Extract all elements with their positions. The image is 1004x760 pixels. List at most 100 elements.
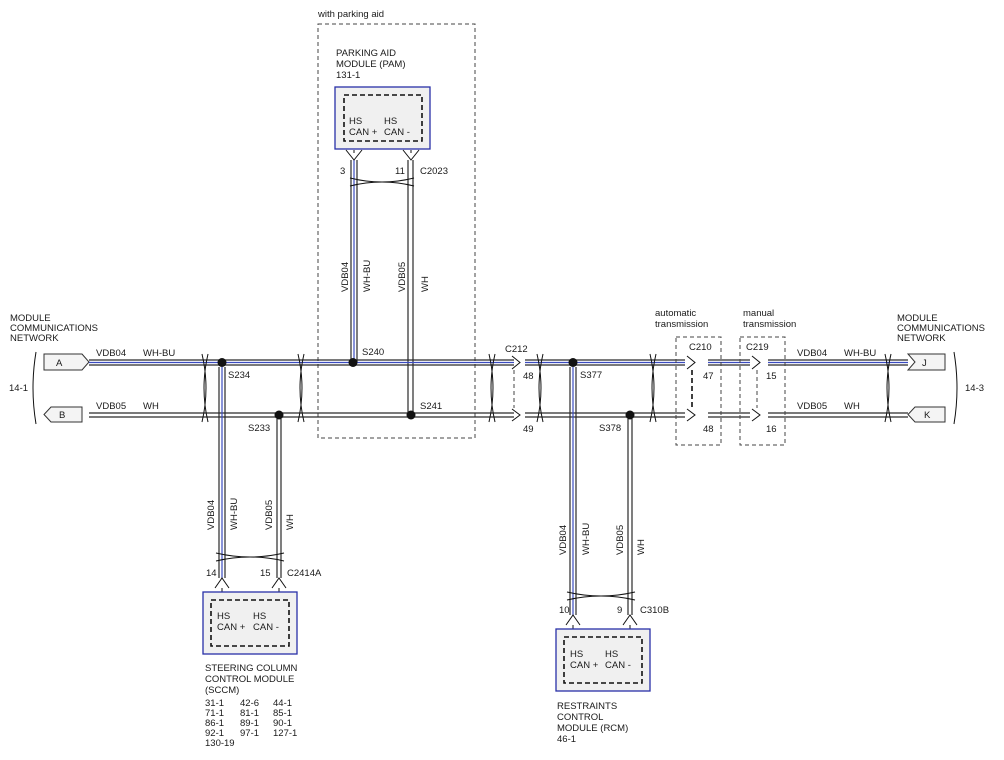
rcm-connector: C310B bbox=[640, 605, 669, 616]
rcm-pin-right-line-1: HS bbox=[605, 649, 618, 660]
rcm-ref: 46-1 bbox=[557, 734, 576, 745]
svg-text:A: A bbox=[56, 358, 63, 369]
svg-text:31-1: 31-1 bbox=[205, 698, 224, 709]
connector-c210-pin-a: 47 bbox=[703, 371, 714, 382]
left-net-label-line-1: MODULE bbox=[10, 313, 51, 324]
right-net-wire-a-color: WH-BU bbox=[844, 348, 876, 359]
rcm-pin-left-line-1: HS bbox=[570, 649, 583, 660]
rcm-module[interactable]: HS CAN + HS CAN - bbox=[555, 628, 651, 692]
right-net-ref: 14-3 bbox=[965, 383, 984, 394]
rcm-name-line-3: MODULE (RCM) bbox=[557, 723, 628, 734]
splice-s240-label: S240 bbox=[362, 347, 384, 358]
parking-aid-group-box bbox=[317, 23, 476, 439]
splice-s241[interactable] bbox=[406, 410, 416, 420]
pam-ref: 131-1 bbox=[336, 70, 360, 81]
svg-text:127-1: 127-1 bbox=[273, 728, 297, 739]
connector-c210-label: C210 bbox=[689, 342, 712, 353]
pam-wire-a-color: WH-BU bbox=[362, 260, 373, 292]
left-net-conn-b[interactable]: B bbox=[43, 406, 83, 423]
rcm-wire-b-color: WH bbox=[636, 539, 647, 555]
splice-s377-label: S377 bbox=[580, 370, 602, 381]
sccm-pin-left-line-1: HS bbox=[217, 611, 230, 622]
splice-s234-label: S234 bbox=[228, 370, 250, 381]
splice-s233[interactable] bbox=[274, 410, 284, 420]
sccm-pin-b-arrow bbox=[271, 577, 287, 589]
rcm-twist-mark bbox=[566, 591, 636, 597]
connector-c219[interactable] bbox=[751, 355, 761, 422]
pam-pin-b-arrow bbox=[402, 149, 420, 161]
c210-group-line-2: transmission bbox=[655, 319, 708, 330]
right-net-conn-k[interactable]: K bbox=[907, 406, 946, 423]
pam-pin-left-line-1: HS bbox=[349, 116, 362, 127]
sccm-twist-mark bbox=[215, 552, 285, 558]
pam-pin-a-arrow bbox=[345, 149, 363, 161]
sccm-pin-left-line-2: CAN + bbox=[217, 622, 246, 633]
right-net-wire-b-color: WH bbox=[844, 401, 860, 412]
pam-pin-right-line-2: CAN - bbox=[384, 127, 410, 138]
c210-group-line-1: automatic bbox=[655, 308, 696, 319]
sccm-pin-right-line-2: CAN - bbox=[253, 622, 279, 633]
splice-s378-label: S378 bbox=[599, 423, 621, 434]
connector-c210[interactable] bbox=[686, 355, 696, 422]
splice-s233-label: S233 bbox=[248, 423, 270, 434]
sccm-pin-a-arrow bbox=[214, 577, 230, 589]
right-net-conn-j[interactable]: J bbox=[906, 353, 946, 371]
rcm-pin-b: 9 bbox=[617, 605, 622, 616]
svg-text:89-1: 89-1 bbox=[240, 718, 259, 729]
sccm-name-line-1: STEERING COLUMN bbox=[205, 663, 298, 674]
rcm-name-line-1: RESTRAINTS bbox=[557, 701, 617, 712]
pam-pin-left-line-2: CAN + bbox=[349, 127, 378, 138]
sccm-module[interactable]: HS CAN + HS CAN - bbox=[202, 591, 298, 655]
connector-c210-pin-b: 48 bbox=[703, 424, 714, 435]
svg-text:86-1: 86-1 bbox=[205, 718, 224, 729]
left-net-wire-a-color: WH-BU bbox=[143, 348, 175, 359]
rcm-wire-b-circuit: VDB05 bbox=[615, 525, 626, 555]
c219-group-box bbox=[739, 336, 786, 446]
left-net-bracket bbox=[32, 351, 37, 425]
svg-text:J: J bbox=[922, 358, 927, 369]
svg-text:130-19: 130-19 bbox=[205, 738, 235, 749]
left-net-conn-a[interactable]: A bbox=[43, 353, 90, 371]
connector-c212-pin-b: 49 bbox=[523, 424, 534, 435]
right-net-label-line-1: MODULE bbox=[897, 313, 938, 324]
rcm-wire-a-color: WH-BU bbox=[581, 523, 592, 555]
sccm-wire-a-circuit: VDB04 bbox=[206, 500, 217, 530]
splice-s378[interactable] bbox=[625, 410, 635, 420]
sccm-wire-b-color: WH bbox=[285, 514, 296, 530]
rcm-pin-left-line-2: CAN + bbox=[570, 660, 599, 671]
right-net-label-line-3: NETWORK bbox=[897, 333, 946, 344]
svg-text:81-1: 81-1 bbox=[240, 708, 259, 719]
parking-aid-group-label: with parking aid bbox=[317, 9, 384, 20]
pam-name-line-2: MODULE (PAM) bbox=[336, 59, 406, 70]
svg-text:K: K bbox=[924, 410, 931, 421]
pam-pin-right-line-1: HS bbox=[384, 116, 397, 127]
pam-wire-b-color: WH bbox=[420, 276, 431, 292]
splice-s377[interactable] bbox=[568, 358, 578, 367]
svg-text:42-6: 42-6 bbox=[240, 698, 259, 709]
svg-text:71-1: 71-1 bbox=[205, 708, 224, 719]
right-net-wire-a-circuit: VDB04 bbox=[797, 348, 827, 359]
rcm-pin-b-arrow bbox=[622, 614, 638, 626]
pam-name-line-1: PARKING AID bbox=[336, 48, 396, 59]
pam-wire-b-circuit: VDB05 bbox=[397, 262, 408, 292]
connector-c219-pin-a: 15 bbox=[766, 371, 777, 382]
pam-module[interactable]: HS CAN + HS CAN - bbox=[334, 86, 431, 150]
connector-c219-label: C219 bbox=[746, 342, 769, 353]
splice-s240[interactable] bbox=[348, 358, 358, 367]
right-net-wire-b-circuit: VDB05 bbox=[797, 401, 827, 412]
svg-text:90-1: 90-1 bbox=[273, 718, 292, 729]
connector-c212-label: C212 bbox=[505, 344, 528, 355]
svg-text:85-1: 85-1 bbox=[273, 708, 292, 719]
splice-s241-label: S241 bbox=[420, 401, 442, 412]
connector-c212[interactable] bbox=[511, 355, 521, 422]
pam-twist-mark bbox=[349, 177, 415, 183]
pam-wire-a-circuit: VDB04 bbox=[340, 262, 351, 292]
left-net-wire-b-color: WH bbox=[143, 401, 159, 412]
splice-s234[interactable] bbox=[217, 358, 227, 367]
left-net-wire-a-circuit: VDB04 bbox=[96, 348, 126, 359]
rcm-wire-a-circuit: VDB04 bbox=[558, 525, 569, 555]
rcm-name-line-2: CONTROL bbox=[557, 712, 603, 723]
rcm-pin-right-line-2: CAN - bbox=[605, 660, 631, 671]
sccm-pin-a: 14 bbox=[206, 568, 217, 579]
left-net-label-line-3: NETWORK bbox=[10, 333, 59, 344]
